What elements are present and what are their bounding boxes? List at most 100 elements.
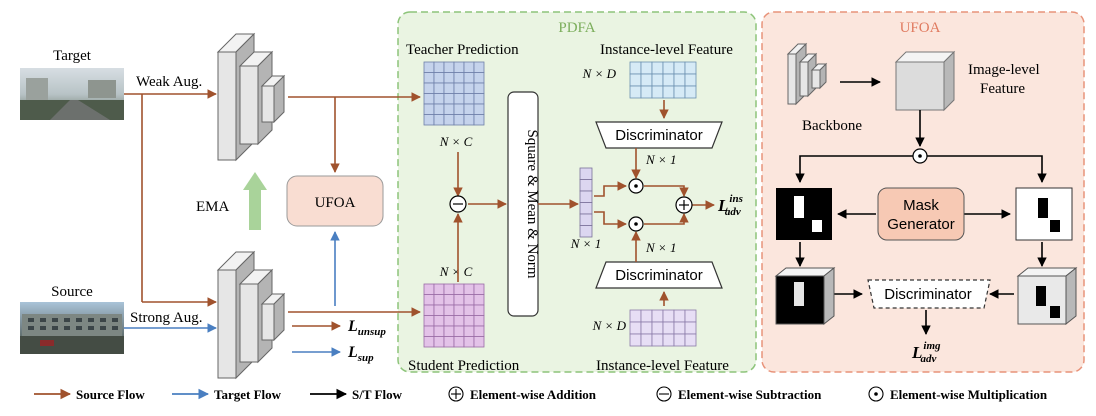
teacher-grid-cell [463, 103, 475, 115]
discriminator-image-label: Discriminator [884, 286, 972, 303]
feature-bottom-cell [662, 321, 675, 335]
multiplication-operator-bottom [628, 216, 644, 232]
mask-generator-label-2: Generator [887, 216, 955, 233]
feature-bottom-cell [640, 321, 653, 335]
teacher-grid-cell [463, 114, 475, 126]
feature-bottom-cell [629, 333, 642, 347]
student-grid-cell [463, 283, 475, 295]
feature-top-cell [684, 61, 697, 75]
legend-subtraction: Element-wise Subtraction [678, 387, 822, 402]
mask-white [1015, 187, 1073, 241]
discriminator-bottom [595, 261, 723, 289]
discriminator-image [867, 279, 991, 309]
feature-bottom-cell [684, 309, 697, 323]
feature-top-cell [640, 61, 653, 75]
student-grid-cell [453, 325, 465, 337]
target-image [20, 68, 124, 120]
pdfa-title: PDFA [558, 20, 595, 36]
teacher-grid-cell [453, 114, 465, 126]
student-grid-cell [453, 336, 465, 348]
instance-feature-top-grid [629, 61, 697, 99]
backbone-label: Backbone [802, 118, 862, 134]
teacher-grid-cell [423, 61, 435, 73]
feature-bottom-cell [640, 333, 653, 347]
teacher-grid-cell [463, 61, 475, 73]
student-grid-cell [443, 325, 455, 337]
vector-cell [579, 213, 593, 226]
teacher-grid-cell [463, 82, 475, 94]
student-grid-cell [473, 315, 485, 327]
teacher-prediction-label: Teacher Prediction [406, 42, 519, 58]
teacher-network [216, 32, 286, 162]
student-grid-cell [473, 283, 485, 295]
instance-feature-top-label: Instance-level Feature [600, 42, 733, 58]
discriminator-bottom-label: Discriminator [615, 267, 703, 284]
instance-feature-bottom-grid [629, 309, 697, 347]
teacher-grid-cell [423, 114, 435, 126]
teacher-grid-cell [443, 114, 455, 126]
feature-top-cell [651, 73, 664, 87]
feature-top-cell [662, 85, 675, 99]
teacher-grid-cell [453, 103, 465, 115]
n-d-top-label: N × D [582, 66, 617, 81]
legend-st-flow: S/T Flow [352, 387, 403, 402]
strong-aug-label: Strong Aug. [130, 310, 203, 326]
n-1-vec-label: N × 1 [570, 236, 601, 251]
n1-vector [579, 167, 593, 238]
feature-top-cell [673, 73, 686, 87]
student-grid-cell [423, 294, 435, 306]
feature-bottom-cell [640, 309, 653, 323]
teacher-grid-cell [443, 103, 455, 115]
teacher-grid-cell [443, 61, 455, 73]
ufoa-module-label: UFOA [315, 195, 356, 211]
teacher-grid-cell [423, 72, 435, 84]
feature-top-cell [651, 61, 664, 75]
weak-aug-label: Weak Aug. [136, 74, 202, 90]
feature-top-cell [640, 73, 653, 87]
student-grid-cell [433, 304, 445, 316]
feature-top-cell [640, 85, 653, 99]
image-level-feature-cube [894, 50, 956, 112]
legend-addition: Element-wise Addition [470, 387, 597, 402]
student-grid-cell [423, 336, 435, 348]
feature-top-cell [684, 73, 697, 87]
square-mean-norm-label: Square & Mean & Norm [524, 129, 540, 278]
vector-cell [579, 179, 593, 192]
discriminator-top [595, 121, 723, 149]
teacher-grid-cell [473, 103, 485, 115]
multiplication-operator-top [628, 178, 644, 194]
student-grid-cell [443, 294, 455, 306]
student-grid-cell [473, 325, 485, 337]
student-grid-cell [433, 325, 445, 337]
teacher-grid-cell [433, 93, 445, 105]
n-d-bottom-label: N × D [592, 318, 627, 333]
feature-bottom-cell [673, 309, 686, 323]
student-grid-cell [463, 325, 475, 337]
teacher-grid-cell [473, 82, 485, 94]
student-grid-cell [463, 304, 475, 316]
feature-top-cell [662, 73, 675, 87]
mask-generator-label-1: Mask [903, 197, 939, 214]
masked-feature-black [774, 266, 836, 326]
ufoa-title: UFOA [900, 20, 941, 36]
backbone-icon [786, 42, 828, 106]
legend-addition-icon [448, 386, 464, 402]
student-grid-cell [443, 304, 455, 316]
student-prediction-label: Student Prediction [408, 358, 520, 374]
student-network [216, 250, 286, 380]
teacher-grid-cell [453, 61, 465, 73]
source-label: Source [51, 284, 93, 300]
target-label: Target [53, 48, 92, 64]
student-prediction-grid [423, 283, 485, 348]
teacher-prediction-grid [423, 61, 485, 126]
feature-top-cell [629, 73, 642, 87]
student-grid-cell [463, 294, 475, 306]
mask-black [776, 188, 832, 240]
student-grid-cell [423, 283, 435, 295]
feature-top-cell [684, 85, 697, 99]
student-grid-cell [433, 294, 445, 306]
teacher-grid-cell [463, 72, 475, 84]
legend-source-flow: Source Flow [76, 387, 145, 402]
